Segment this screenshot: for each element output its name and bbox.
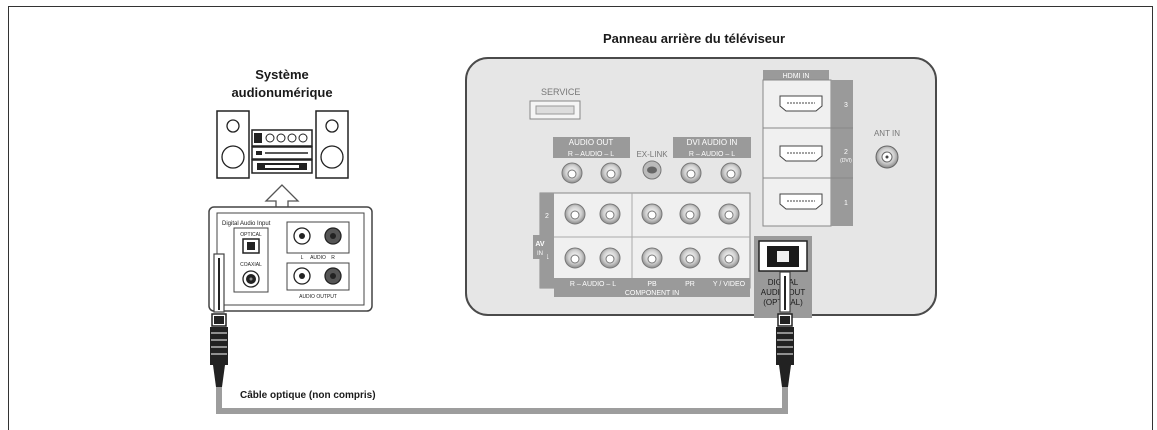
ant-in-label: ANT IN — [874, 129, 900, 138]
ex-link-port — [642, 160, 662, 180]
hdmi-2-label: 2 — [844, 149, 848, 156]
ex-link-label: EX-LINK — [636, 150, 668, 159]
hdmi-in-group: HDMI IN 3 2 (DVI) 1 — [762, 70, 853, 227]
service-port — [529, 100, 581, 120]
av-row-2-label: 2 — [545, 213, 549, 220]
hdmi-port-1 — [779, 193, 823, 210]
digital-audio-input-label: Digital Audio Input — [222, 221, 271, 227]
audio-label: AUDIO — [310, 255, 326, 261]
pr-label: PR — [685, 281, 695, 288]
audio-device-panel: Digital Audio Input OPTICAL COAXIAL L AU… — [208, 206, 373, 312]
tv-back-panel: SERVICE AUDIO OUT R – AUDIO – L EX-LINK … — [465, 57, 937, 318]
component-audio-label: R – AUDIO – L — [570, 281, 616, 288]
hdmi-port-3 — [779, 95, 823, 112]
hdmi-dvi-label: (DVI) — [840, 158, 852, 164]
optical-label: OPTICAL — [240, 232, 262, 238]
hdmi-1-label: 1 — [844, 200, 848, 207]
av-row-2-jacks — [564, 203, 740, 225]
audio-r-label: R — [331, 255, 335, 261]
optical-cable — [210, 253, 794, 414]
tv-panel-title: Panneau arrière du téléviseur — [603, 31, 785, 46]
ant-in-port — [875, 145, 899, 169]
audio-output-label: AUDIO OUTPUT — [299, 294, 337, 300]
service-label: SERVICE — [541, 87, 580, 97]
audio-out-label: AUDIO OUT — [569, 138, 614, 147]
hdmi-port-2 — [779, 145, 823, 162]
diagram-frame — [8, 6, 1153, 430]
hdmi-in-label: HDMI IN — [783, 73, 810, 80]
pb-label: PB — [647, 281, 657, 288]
audio-out-group: AUDIO OUT R – AUDIO – L — [553, 137, 630, 184]
av-in-line1: AV — [535, 241, 545, 248]
audio-out-sub-label: R – AUDIO – L — [568, 151, 614, 158]
av-in-line2: IN — [537, 251, 543, 257]
left-optical-plug — [210, 253, 228, 387]
y-video-label: Y / VIDEO — [713, 281, 746, 288]
dvi-audio-in-label: DVI AUDIO IN — [687, 138, 738, 147]
av-row-1-jacks — [564, 247, 740, 269]
av-row-1-label: 1 — [545, 254, 549, 261]
right-optical-plug — [776, 271, 794, 387]
cable-label: Câble optique (non compris) — [240, 390, 376, 401]
audio-l-label: L — [301, 255, 304, 261]
dvi-audio-sub-label: R – AUDIO – L — [689, 151, 735, 158]
hdmi-3-label: 3 — [844, 102, 848, 109]
audio-system-title-line1: Système — [255, 67, 308, 82]
component-in-label: COMPONENT IN — [625, 290, 679, 297]
coaxial-label: COAXIAL — [240, 262, 262, 268]
audio-system-title-line2: audionumérique — [231, 85, 332, 100]
av-component-block: 2 1 AV IN R – AUDIO – L PB — [533, 192, 751, 297]
dvi-audio-in-group: DVI AUDIO IN R – AUDIO – L — [673, 137, 751, 184]
stereo-system-icon — [216, 110, 349, 179]
